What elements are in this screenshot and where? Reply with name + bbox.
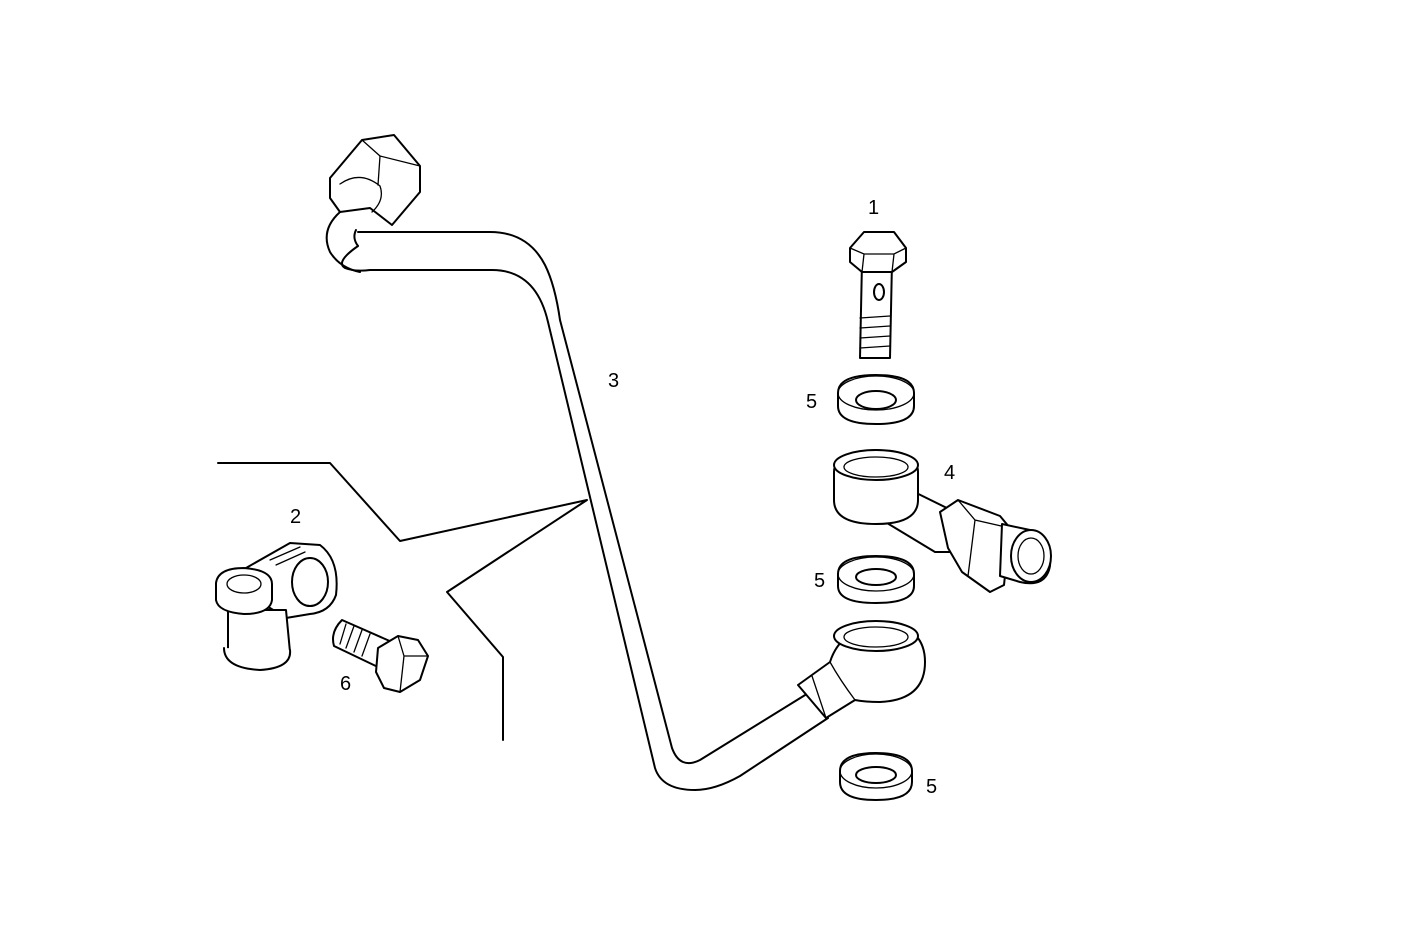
callout-2: 2 <box>290 506 301 528</box>
callout-5-middle: 5 <box>814 570 825 592</box>
callout-1: 1 <box>868 197 879 219</box>
washer-part-5-bottom <box>839 752 913 801</box>
pipe-banjo-bottom <box>797 620 926 719</box>
banjo-bolt-part-1 <box>849 231 907 359</box>
engine-outline-line <box>217 462 588 741</box>
pipe-part-3 <box>325 134 829 791</box>
pipe-nut-top <box>329 134 421 226</box>
callout-4: 4 <box>944 462 955 484</box>
callout-5-bottom: 5 <box>926 776 937 798</box>
clamp-part-2 <box>215 542 338 671</box>
callout-3: 3 <box>608 370 619 392</box>
banjo-adapter-part-4 <box>833 449 1052 593</box>
callout-6: 6 <box>340 673 351 695</box>
callout-5-top: 5 <box>806 391 817 413</box>
bolt-part-6 <box>332 619 429 693</box>
washer-part-5-top <box>837 374 915 425</box>
washer-part-5-middle <box>837 555 915 604</box>
